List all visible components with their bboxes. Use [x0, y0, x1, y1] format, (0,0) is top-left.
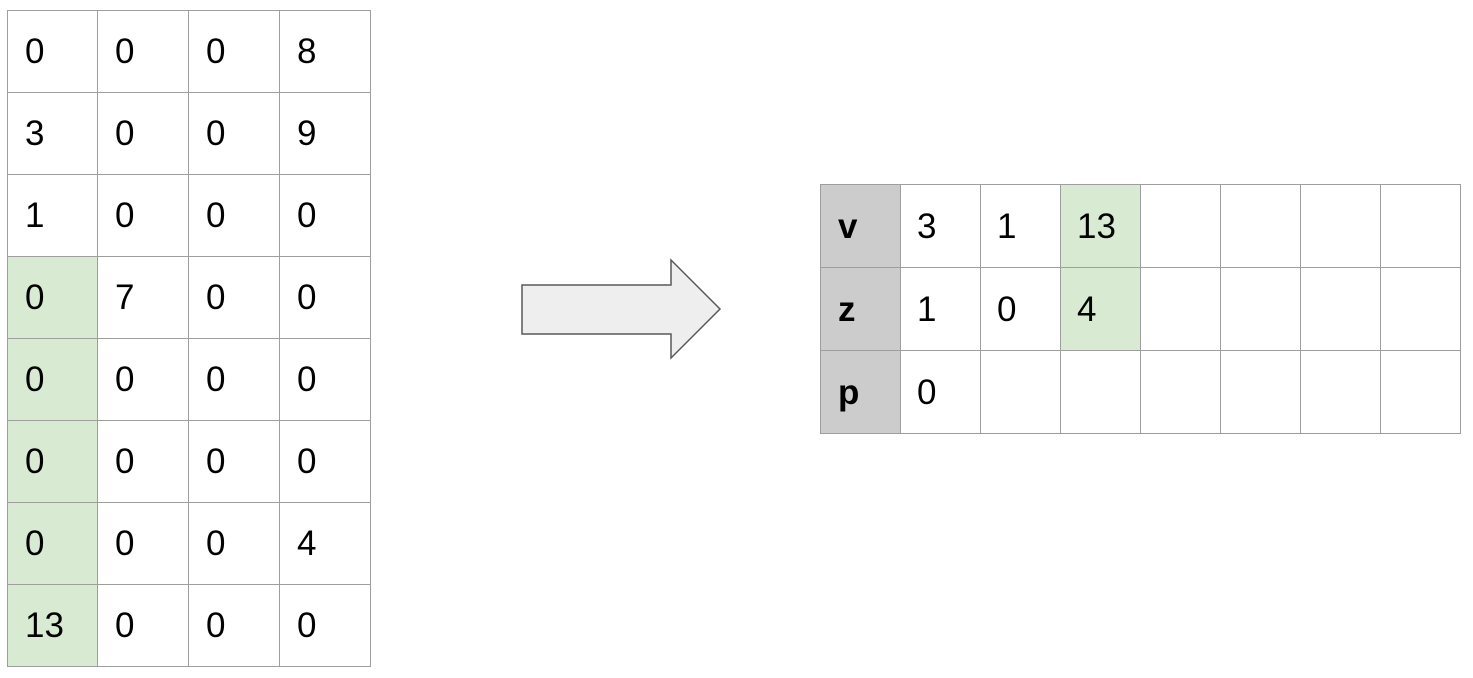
- matrix-cell: 0: [188, 584, 280, 667]
- csr-cell: [1380, 184, 1461, 268]
- csr-cell: [1220, 350, 1301, 434]
- matrix-cell: 0: [7, 420, 98, 503]
- right-arrow-icon: [521, 258, 722, 360]
- matrix-cell: 0: [7, 338, 98, 421]
- matrix-cell: 0: [279, 174, 371, 257]
- matrix-cell: 0: [97, 338, 189, 421]
- csr-row-label: v: [820, 184, 901, 268]
- matrix-cell: 1: [7, 174, 98, 257]
- matrix-cell: 0: [188, 420, 280, 503]
- matrix-cell: 0: [188, 338, 280, 421]
- csr-cell: 3: [900, 184, 981, 268]
- matrix-cell: 0: [97, 10, 189, 93]
- csr-cell: 0: [900, 350, 981, 434]
- matrix-cell: 0: [279, 338, 371, 421]
- matrix-cell: 0: [188, 10, 280, 93]
- csr-cell: [1300, 184, 1381, 268]
- matrix-cell: 0: [7, 10, 98, 93]
- matrix-cell: 8: [279, 10, 371, 93]
- csr-cell: 13: [1060, 184, 1141, 268]
- matrix-cell: 0: [279, 256, 371, 339]
- csr-cell: [1300, 350, 1381, 434]
- csr-cell: [1220, 184, 1301, 268]
- matrix-cell: 9: [279, 92, 371, 175]
- csr-cell: 1: [900, 267, 981, 351]
- matrix-cell: 0: [279, 584, 371, 667]
- matrix-cell: 0: [7, 502, 98, 585]
- csr-cell: [1140, 350, 1221, 434]
- csr-cell: [1380, 350, 1461, 434]
- matrix-cell: 0: [188, 92, 280, 175]
- csr-cell: [1380, 267, 1461, 351]
- matrix-cell: 13: [7, 584, 98, 667]
- matrix-cell: 3: [7, 92, 98, 175]
- matrix-cell: 4: [279, 502, 371, 585]
- arrow-shape: [521, 258, 722, 360]
- csr-cell: [1060, 350, 1141, 434]
- csr-cell: 0: [980, 267, 1061, 351]
- csr-cell: [1140, 267, 1221, 351]
- csr-cell: [1300, 267, 1381, 351]
- csr-cell: [980, 350, 1061, 434]
- matrix-cell: 0: [97, 502, 189, 585]
- csr-row-label: p: [820, 350, 901, 434]
- csr-cell: [1220, 267, 1301, 351]
- matrix-cell: 0: [97, 584, 189, 667]
- matrix-cell: 0: [97, 174, 189, 257]
- csr-cell: [1140, 184, 1221, 268]
- matrix-cell: 0: [188, 174, 280, 257]
- matrix-cell: 7: [97, 256, 189, 339]
- csr-cell: 1: [980, 184, 1061, 268]
- matrix-cell: 0: [97, 420, 189, 503]
- matrix-cell: 0: [7, 256, 98, 339]
- matrix-cell: 0: [279, 420, 371, 503]
- matrix-cell: 0: [188, 502, 280, 585]
- matrix-cell: 0: [97, 92, 189, 175]
- matrix-cell: 0: [188, 256, 280, 339]
- csr-row-label: z: [820, 267, 901, 351]
- csr-cell: 4: [1060, 267, 1141, 351]
